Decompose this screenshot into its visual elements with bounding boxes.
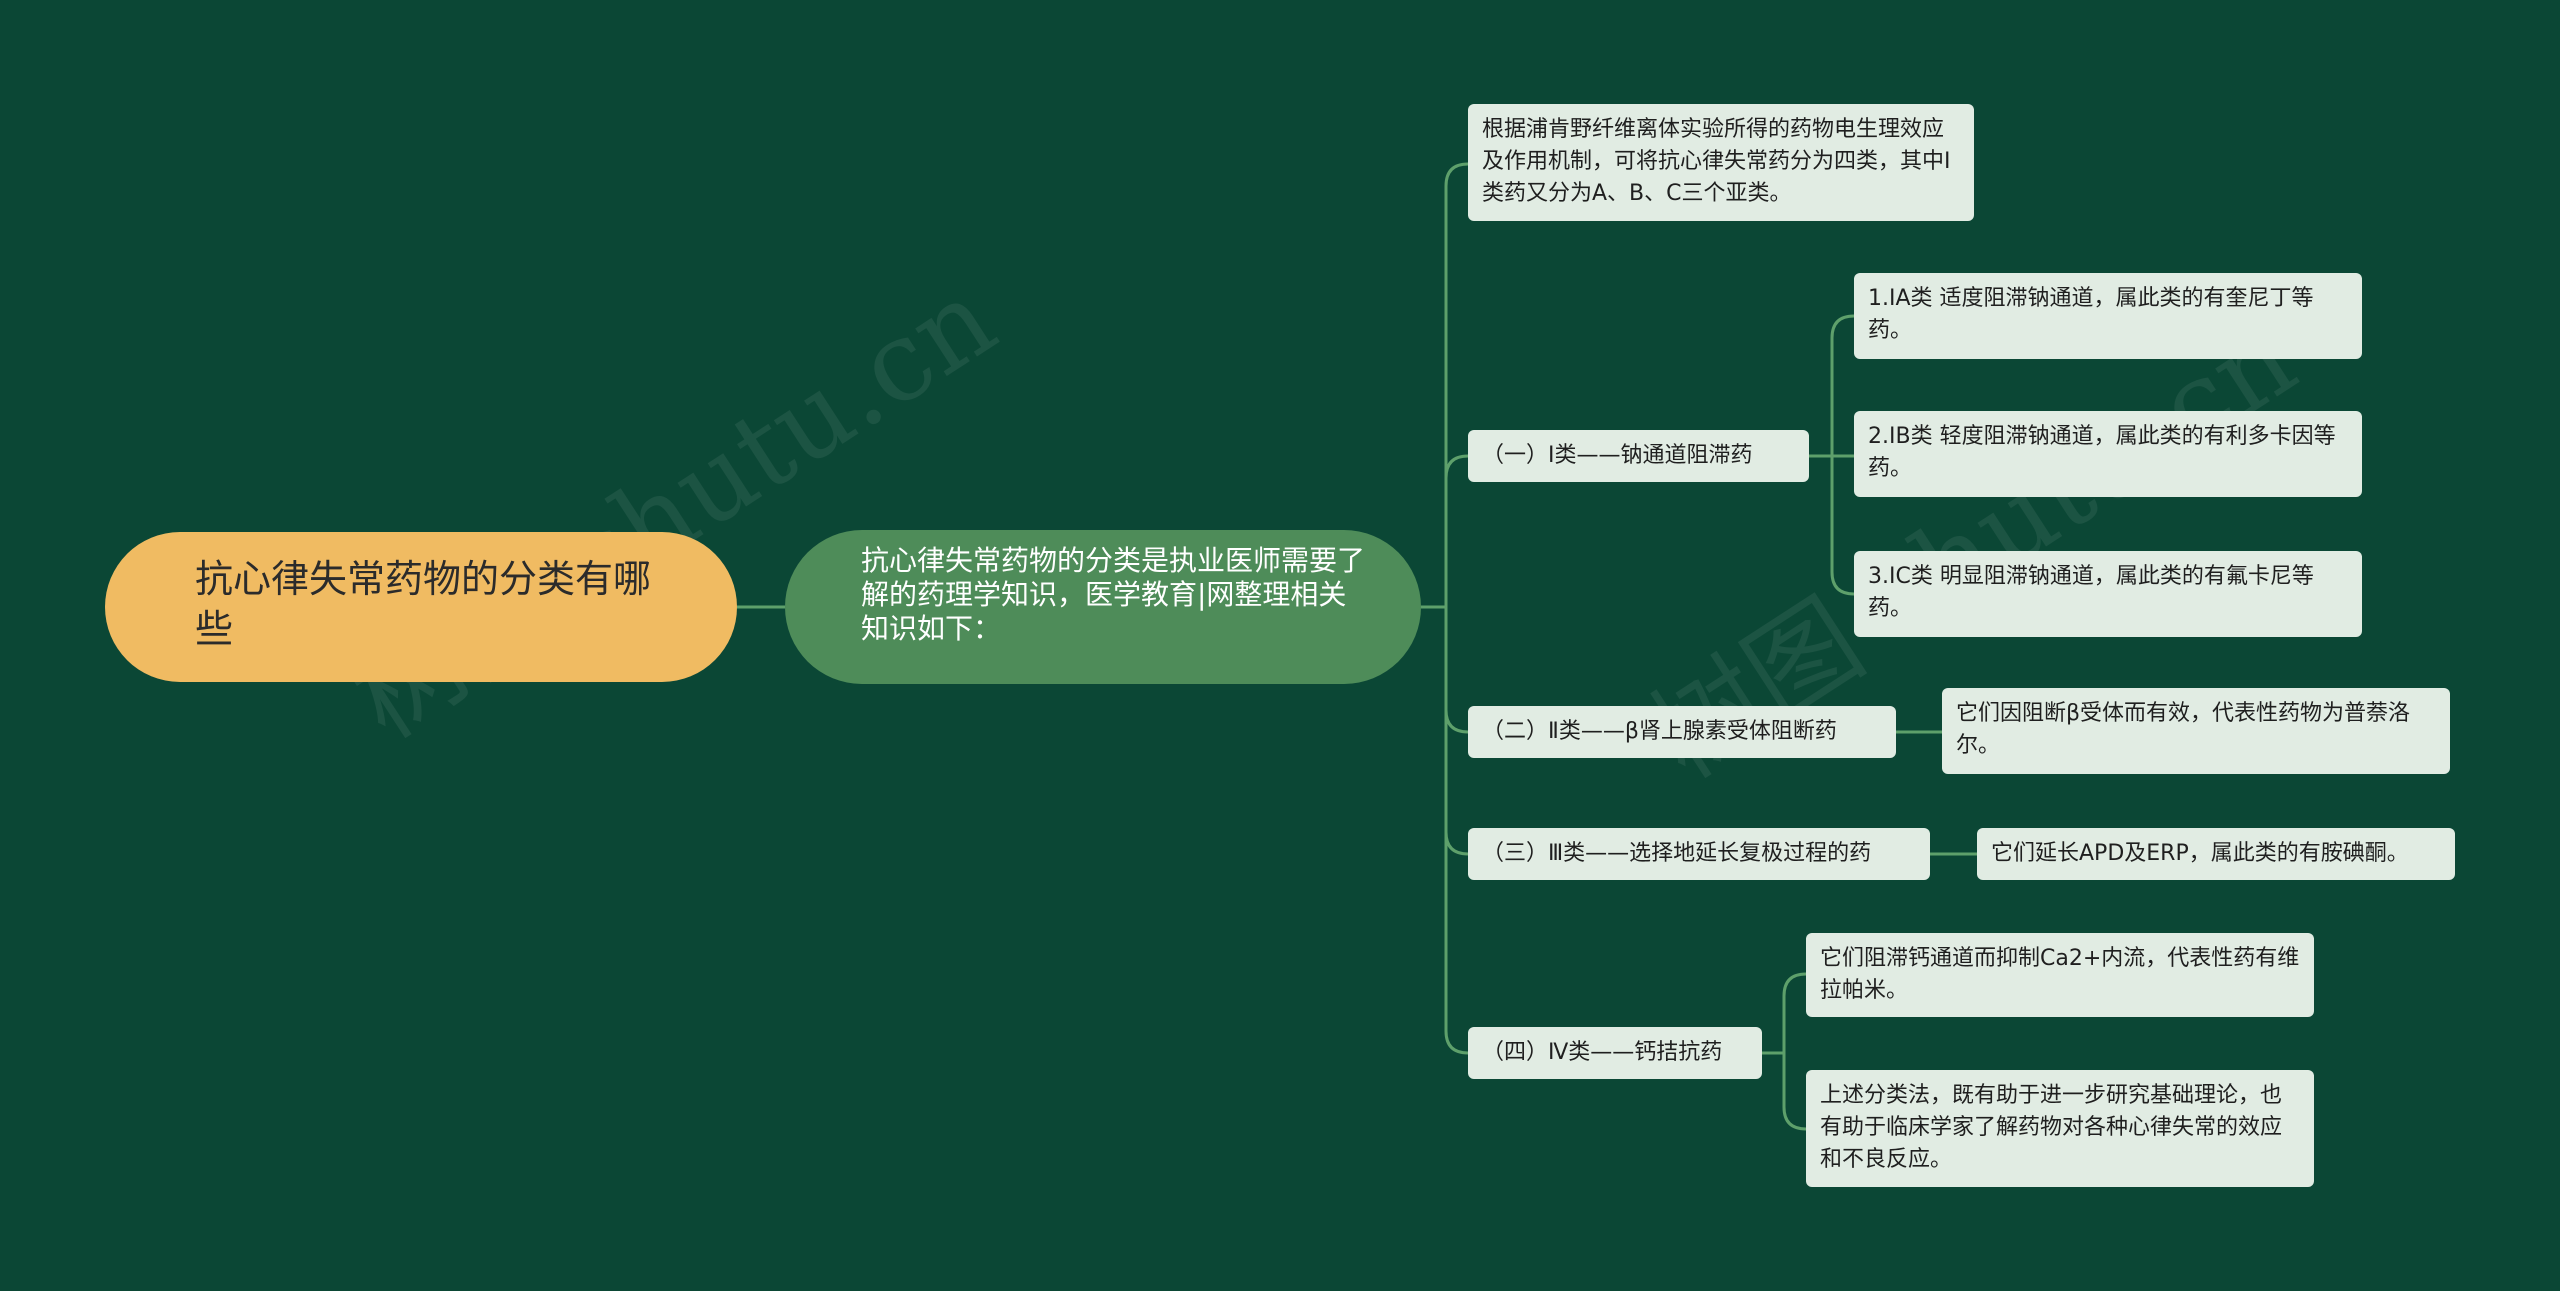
- link-class4-child2: [1782, 1053, 1807, 1131]
- class4-child-1[interactable]: 它们阻滞钙通道而抑制Ca2+内流，代表性药有维拉帕米。: [1806, 933, 2314, 1017]
- class1-child-2[interactable]: 2.ⅠB类 轻度阻滞钠通道，属此类的有利多卡因等药。: [1854, 411, 2362, 497]
- link-class1-child1: [1830, 314, 1855, 456]
- root-topic[interactable]: 抗心律失常药物的分类有哪些: [105, 532, 737, 682]
- link-class1-child3: [1830, 456, 1855, 596]
- class1-child-3[interactable]: 3.ⅠC类 明显阻滞钠通道，属此类的有氟卡尼等药。: [1854, 551, 2362, 637]
- link-trunk-class2: [1444, 607, 1469, 734]
- class2-child[interactable]: 它们因阻断β受体而有效，代表性药物为普萘洛尔。: [1942, 688, 2450, 774]
- class3-node[interactable]: （三）Ⅲ类——选择地延长复极过程的药: [1468, 828, 1930, 880]
- link-trunk-class4: [1444, 607, 1469, 1055]
- class4-node[interactable]: （四）Ⅳ类——钙拮抗药: [1468, 1027, 1762, 1079]
- class4-child-2[interactable]: 上述分类法，既有助于进一步研究基础理论，也有助于临床学家了解药物对各种心律失常的…: [1806, 1070, 2314, 1187]
- class1-child-1[interactable]: 1.ⅠA类 适度阻滞钠通道，属此类的有奎尼丁等药。: [1854, 273, 2362, 359]
- class1-node[interactable]: （一）Ⅰ类——钠通道阻滞药: [1468, 430, 1809, 482]
- link-trunk-intro: [1444, 162, 1469, 607]
- class2-node[interactable]: （二）Ⅱ类——β肾上腺素受体阻断药: [1468, 706, 1896, 758]
- main-topic[interactable]: 抗心律失常药物的分类是执业医师需要了解的药理学知识，医学教育|网整理相关知识如下…: [785, 530, 1421, 684]
- class3-child[interactable]: 它们延长APD及ERP，属此类的有胺碘酮。: [1977, 828, 2455, 880]
- link-trunk-class1: [1444, 454, 1469, 607]
- intro-node[interactable]: 根据浦肯野纤维离体实验所得的药物电生理效应及作用机制，可将抗心律失常药分为四类，…: [1468, 104, 1974, 221]
- link-class4-child1: [1782, 972, 1807, 1053]
